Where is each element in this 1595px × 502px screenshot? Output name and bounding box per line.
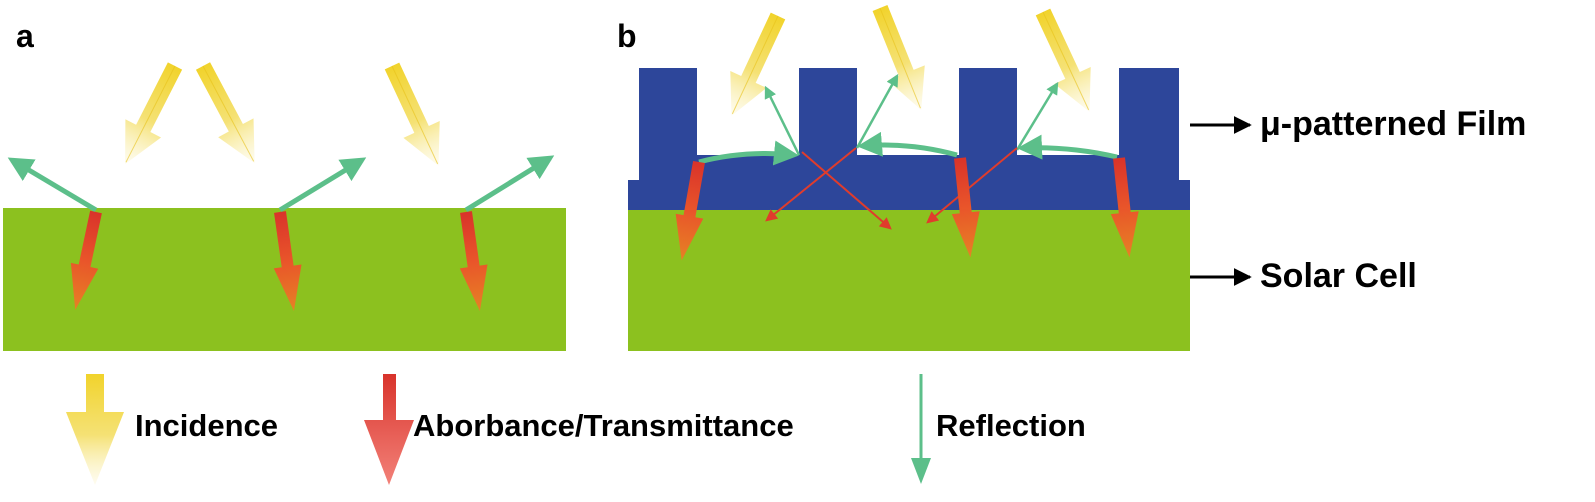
solar-cell-block-b [628, 208, 1190, 351]
yellow-fading-arrow-icon [66, 374, 124, 485]
transmittance-arrow [801, 151, 892, 230]
panel-label-a: a [16, 18, 34, 54]
legend-label-incidence: Incidence [135, 408, 278, 443]
panel-b [628, 0, 1190, 351]
incidence-arrow [106, 56, 194, 174]
cell-annotation: Solar Cell [1260, 257, 1417, 295]
reflection-arrow [1015, 81, 1059, 151]
reflection-arrow [855, 73, 899, 149]
reflection-arrow [764, 85, 801, 156]
green-arrow-icon [911, 374, 931, 484]
panel-a [3, 56, 566, 351]
reflection-arrow [1017, 134, 1118, 160]
incidence-arrow [184, 56, 273, 174]
patterned-film [628, 68, 1190, 210]
reflection-arrow [698, 140, 799, 166]
film-annotation: μ-patterned Film [1260, 105, 1527, 143]
legend-label-transmittance: Aborbance/Transmittance [413, 408, 794, 443]
reflection-arrow [464, 155, 555, 213]
incidence-arrow [860, 0, 941, 118]
reflection-arrow [857, 131, 958, 158]
incidence-arrow [712, 7, 797, 125]
legend-label-reflection: Reflection [936, 408, 1086, 443]
transmittance-arrow [926, 147, 1018, 224]
incidence-arrow [373, 57, 458, 175]
red-arrow-icon [364, 374, 414, 485]
transmittance-arrow [765, 147, 857, 222]
reflection-arrow [7, 157, 98, 213]
reflection-arrow [278, 157, 367, 213]
panel-label-b: b [617, 18, 637, 54]
incidence-arrow [1024, 3, 1109, 121]
